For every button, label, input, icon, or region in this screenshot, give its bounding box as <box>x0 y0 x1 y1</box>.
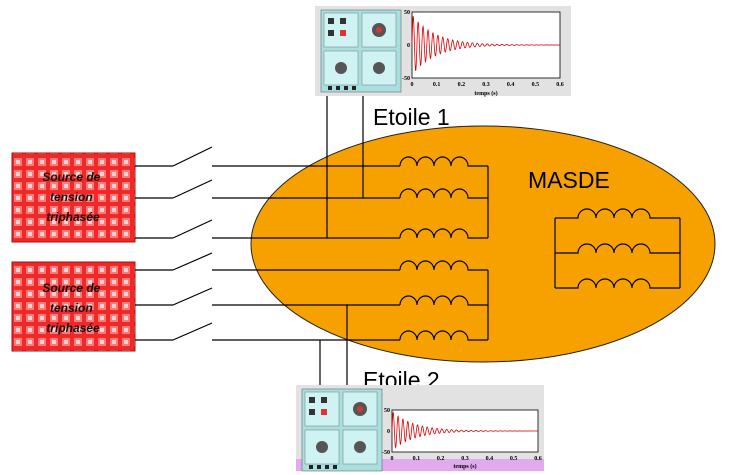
rotor-coils <box>554 208 681 289</box>
source-1-line-3: triphasée <box>46 210 100 224</box>
source-1-line-1: Source de <box>42 170 100 184</box>
masde-label: MASDE <box>528 167 610 193</box>
source-1-line-2: tension <box>50 190 93 204</box>
scope_bottom-ytick: -50 <box>382 450 390 456</box>
source-box-1: Source de tension triphasée <box>11 152 136 243</box>
star-1-label: Etoile 1 <box>373 104 450 130</box>
svg-text:Source de tension: Source de tension triphasée <box>42 170 103 224</box>
source-2-line-3: triphasée <box>46 321 100 335</box>
scope_top-ytick: -50 <box>402 76 410 82</box>
scope_bottom-ytick: 50 <box>384 408 390 414</box>
scope_top-ytick: 50 <box>404 10 410 16</box>
scope_top-xtick: 0.2 <box>458 82 466 88</box>
masde-machine-ellipse <box>250 125 716 363</box>
scope-bottom-panel <box>301 388 383 472</box>
scope_top-ytick: 0 <box>407 43 410 49</box>
scope_bottom-xtick: 0.5 <box>510 456 518 462</box>
scope_top-xtick: 0.6 <box>556 82 564 88</box>
scope-top-panel <box>320 9 402 93</box>
scope_bottom-xtick: 0 <box>391 456 394 462</box>
source-box-2: Source de tension triphasée <box>11 261 136 352</box>
scope_bottom-ytick: 0 <box>387 429 390 435</box>
scope_top-signal-trace <box>411 16 561 71</box>
source-2-line-1: Source de <box>42 281 100 295</box>
scope_top-xtick: 0.3 <box>482 82 490 88</box>
scope-bottom-xlabel: temps (s) <box>453 463 476 470</box>
stator-coils <box>399 156 489 341</box>
scope_top-xtick: 0.1 <box>433 82 441 88</box>
scope_bottom-xtick: 0.1 <box>413 456 421 462</box>
scope_top-xtick: 0 <box>411 82 414 88</box>
scope_top-xtick: 0.5 <box>532 82 540 88</box>
source-2-line-2: tension <box>50 301 93 315</box>
supply-wires <box>135 146 400 341</box>
svg-text:Source de tension: Source de tension triphasée <box>42 281 103 335</box>
scope_bottom-xtick: 0.6 <box>534 456 542 462</box>
scope_bottom-xtick: 0.3 <box>461 456 469 462</box>
scope_bottom-signal-trace <box>391 411 539 449</box>
probe-wires <box>319 96 364 395</box>
scope-top-xlabel: temps (s) <box>474 90 497 97</box>
scope_bottom-xtick: 0.4 <box>486 456 494 462</box>
scope_top-xtick: 0.4 <box>507 82 515 88</box>
scope_bottom-xtick: 0.2 <box>437 456 445 462</box>
